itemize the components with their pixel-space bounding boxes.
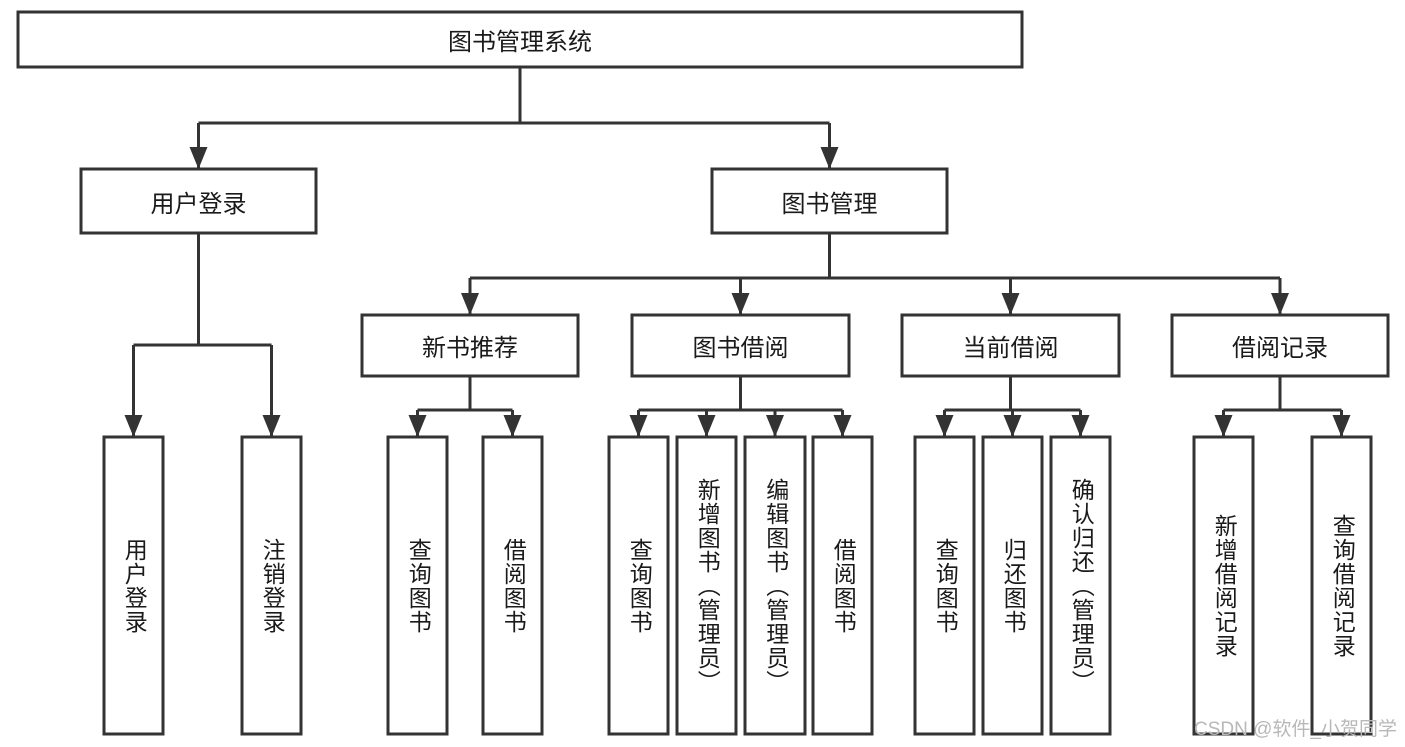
node-box-leaf-add-record[interactable] — [1192, 435, 1255, 736]
arrow-head-icon — [1214, 415, 1233, 437]
node-box-root[interactable] — [16, 10, 1024, 69]
arrow-head-icon — [408, 415, 427, 437]
node-box-borrow-record[interactable] — [1170, 313, 1390, 378]
arrow-head-icon — [1003, 415, 1022, 437]
node-boxes-layer — [16, 10, 1390, 736]
node-box-leaf-add-book[interactable] — [675, 435, 738, 736]
node-box-leaf-query-book-borrow[interactable] — [607, 435, 670, 736]
node-box-leaf-borrow-book-rec[interactable] — [481, 435, 544, 736]
node-box-leaf-user-login[interactable] — [102, 435, 165, 736]
arrow-head-icon — [1271, 293, 1289, 315]
node-box-new-book-rec[interactable] — [360, 313, 580, 378]
arrow-head-icon — [262, 415, 281, 437]
arrow-head-icon — [820, 147, 839, 169]
arrow-head-icon — [503, 415, 522, 437]
node-box-user-login[interactable] — [79, 167, 318, 235]
arrow-head-icon — [766, 415, 784, 437]
node-box-leaf-query-book-rec[interactable] — [386, 435, 449, 736]
arrow-head-icon — [833, 415, 852, 437]
arrow-head-icon — [189, 147, 208, 169]
arrow-head-icon — [935, 415, 954, 437]
node-box-leaf-confirm-return[interactable] — [1049, 435, 1112, 736]
node-box-leaf-query-record[interactable] — [1310, 435, 1373, 736]
connectors-layer — [124, 67, 1351, 437]
arrow-head-icon — [461, 293, 479, 315]
node-box-leaf-borrow-book[interactable] — [811, 435, 874, 736]
node-box-book-manage[interactable] — [710, 167, 949, 235]
node-box-leaf-logout[interactable] — [240, 435, 303, 736]
arrow-head-icon — [697, 415, 716, 437]
node-box-leaf-query-book-current[interactable] — [913, 435, 976, 736]
arrow-head-icon — [1332, 415, 1351, 437]
arrow-head-icon — [731, 293, 750, 315]
node-box-book-borrow[interactable] — [630, 313, 851, 378]
arrow-head-icon — [1071, 415, 1090, 437]
arrow-head-icon — [629, 415, 648, 437]
node-box-leaf-edit-book[interactable] — [743, 435, 807, 736]
arrow-head-icon — [1001, 293, 1020, 315]
arrow-head-icon — [124, 415, 143, 437]
node-box-leaf-return-book[interactable] — [981, 435, 1044, 736]
node-box-current-borrow[interactable] — [900, 313, 1121, 378]
